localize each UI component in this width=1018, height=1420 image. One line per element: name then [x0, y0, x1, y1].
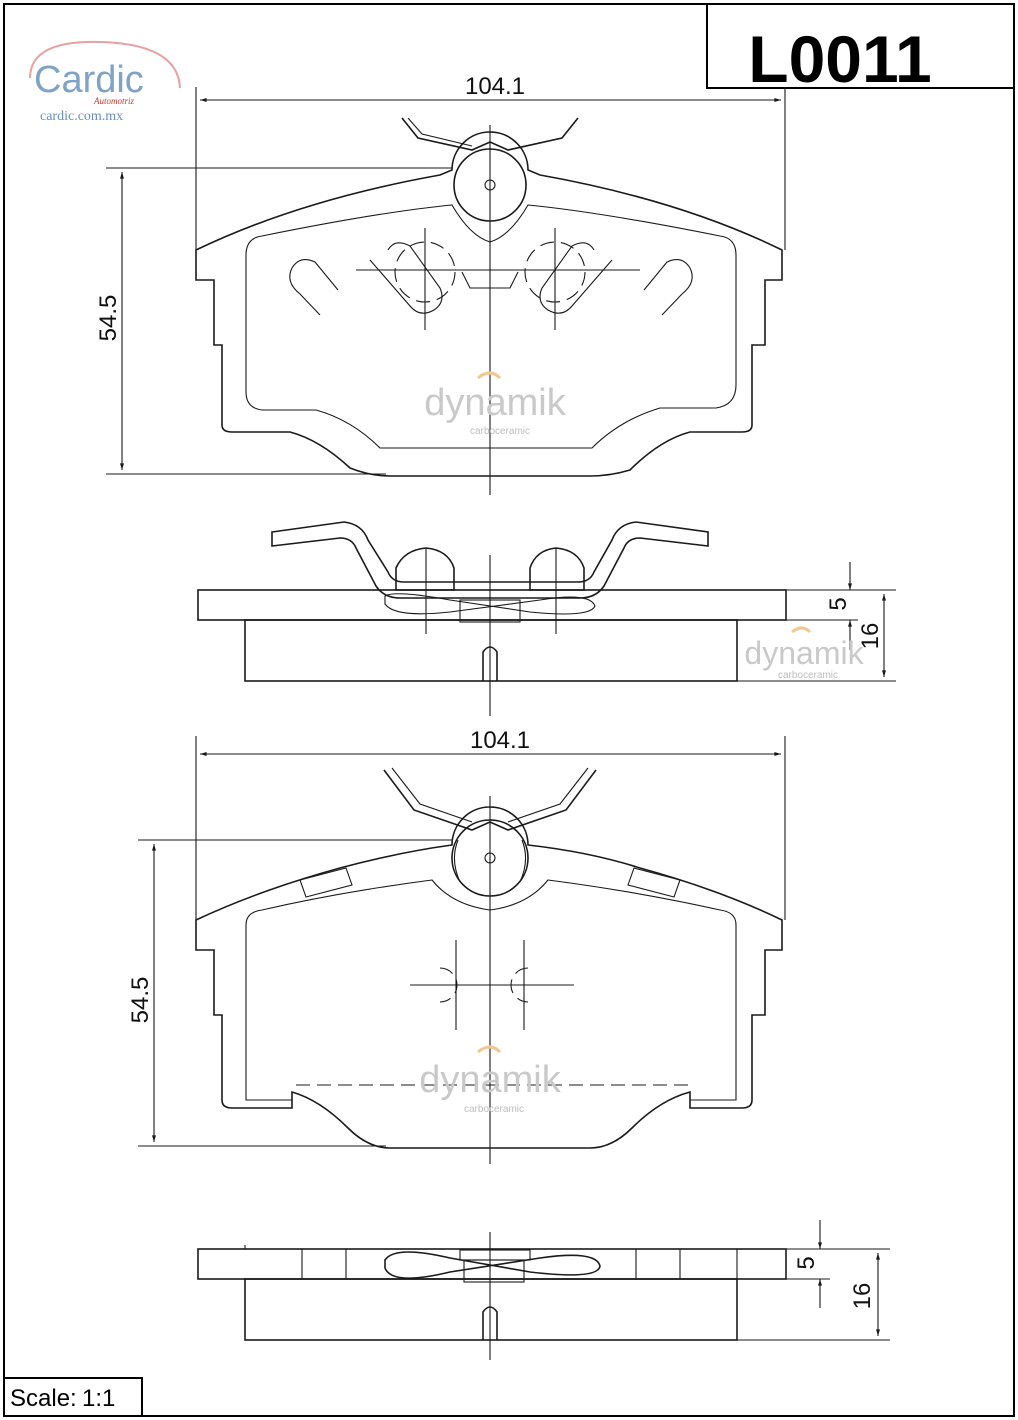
- svg-text:carboceramic: carboceramic: [470, 426, 530, 437]
- brand-name: Cardic: [34, 59, 144, 101]
- svg-text:dynamik: dynamik: [744, 635, 864, 671]
- pad-2-width-dim: 104.1: [470, 727, 530, 754]
- pad-1-backing-dim: 5: [825, 597, 852, 610]
- scale-label: Scale:: [10, 1385, 77, 1412]
- pad-1-front-view: 104.1 54.5 dynamik carboceramic: [95, 73, 786, 495]
- pad-2-thickness-dim: 16: [849, 1283, 876, 1310]
- drawing-frame: [3, 3, 1015, 1417]
- watermark-1: dynamik carboceramic: [424, 371, 567, 437]
- scale-block: Scale: 1:1: [4, 1377, 143, 1416]
- pad-2-height-dim: 54.5: [127, 977, 154, 1024]
- part-number: L0011: [748, 22, 932, 96]
- watermark-3: dynamik carboceramic: [419, 1045, 562, 1115]
- pad-1-height-dim: 54.5: [95, 295, 122, 342]
- svg-text:carboceramic: carboceramic: [464, 1104, 524, 1115]
- title-block: L0011: [706, 4, 1014, 96]
- brand-url: cardic.com.mx: [40, 109, 123, 124]
- pad-1-side-view: 5 16 dynamik carboceramic: [197, 521, 896, 716]
- pad-1-width-dim: 104.1: [465, 73, 525, 100]
- svg-text:dynamik: dynamik: [424, 382, 566, 424]
- scale-value: 1:1: [82, 1385, 115, 1412]
- brand-logo: Cardic Automotriz cardic.com.mx: [29, 40, 181, 124]
- pad-2-side-view: 5 16: [197, 1220, 890, 1360]
- pad-1-thickness-dim: 16: [857, 623, 884, 650]
- brand-tagline: Automotriz: [93, 96, 135, 106]
- watermark-2: dynamik carboceramic: [744, 626, 865, 681]
- svg-text:dynamik: dynamik: [419, 1059, 561, 1101]
- svg-text:carboceramic: carboceramic: [778, 670, 838, 681]
- pad-2-front-view: 104.1 54.5 dynamik carboceramic: [127, 727, 786, 1164]
- pad-2-backing-dim: 5: [793, 1256, 820, 1269]
